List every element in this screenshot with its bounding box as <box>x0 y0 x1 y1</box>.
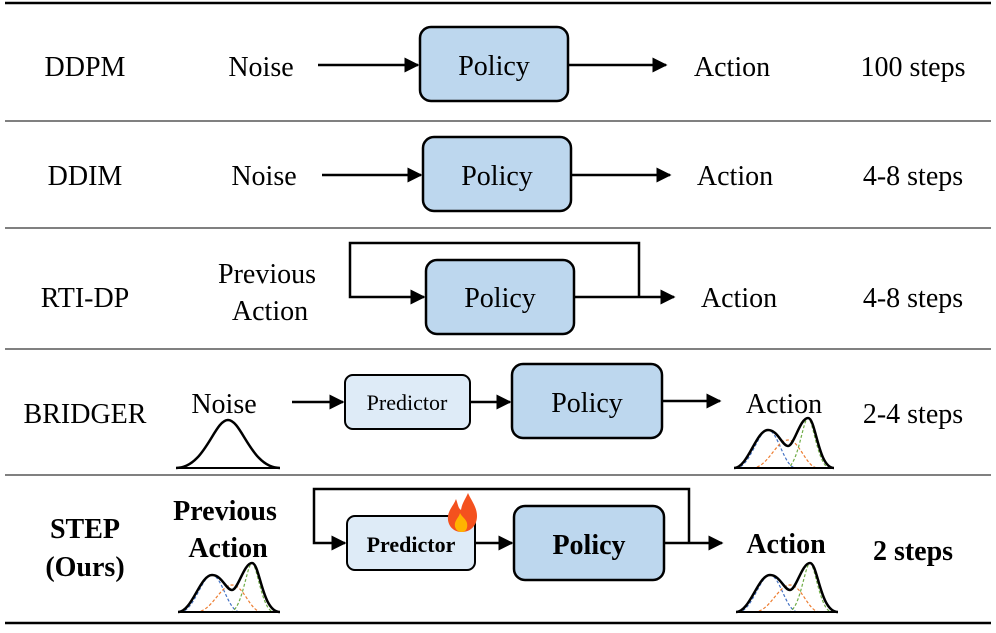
policy-label: Policy <box>464 283 536 314</box>
row-ddim: DDIM Noise Policy Action 4-8 steps <box>48 135 963 213</box>
fire-icon <box>447 493 477 532</box>
output-label: Action <box>746 389 822 420</box>
feedback-loop-arrow <box>312 487 691 551</box>
row-rti-dp: RTI-DP Previous Action Policy Action 4-8… <box>41 241 963 336</box>
steps-label: 2 steps <box>873 536 953 567</box>
input-label: Noise <box>231 161 296 192</box>
steps-label: 100 steps <box>861 52 966 83</box>
method-label: BRIDGER <box>24 399 147 430</box>
policy-label: Policy <box>461 161 533 192</box>
input-label-line1: Previous <box>218 259 316 290</box>
steps-label: 4-8 steps <box>863 283 963 314</box>
policy-label: Policy <box>552 530 625 561</box>
steps-label: 4-8 steps <box>863 161 963 192</box>
feedback-loop-arrow <box>348 241 641 305</box>
output-label: Action <box>701 283 777 314</box>
method-label: DDIM <box>48 161 123 192</box>
multimodal-distribution-plot <box>735 561 839 614</box>
row-ddpm: DDPM Noise Policy Action 100 steps <box>45 25 966 103</box>
policy-label: Policy <box>458 51 530 82</box>
method-label: RTI-DP <box>41 283 130 314</box>
multimodal-distribution-plot <box>177 561 281 614</box>
input-label: Noise <box>191 389 256 420</box>
method-label: DDPM <box>45 52 126 83</box>
input-label-line2: Action <box>232 296 308 327</box>
predictor-label: Predictor <box>367 390 448 415</box>
row-step-ours: STEP (Ours) Previous Action Predictor Po… <box>45 487 953 614</box>
output-label: Action <box>746 529 826 560</box>
row-bridger: BRIDGER Noise Predictor Policy Action 2-… <box>24 362 963 470</box>
method-label-line1: STEP <box>50 514 120 545</box>
input-label: Noise <box>228 52 293 83</box>
output-label: Action <box>694 52 770 83</box>
method-label-line2: (Ours) <box>45 552 124 583</box>
policy-label: Policy <box>551 388 623 419</box>
input-label-line2: Action <box>188 533 268 564</box>
steps-label: 2-4 steps <box>863 399 963 430</box>
multimodal-distribution-plot <box>733 416 835 470</box>
predictor-label: Predictor <box>367 532 456 557</box>
gaussian-distribution-plot <box>175 418 281 470</box>
output-label: Action <box>697 161 773 192</box>
input-label-line1: Previous <box>173 496 277 527</box>
